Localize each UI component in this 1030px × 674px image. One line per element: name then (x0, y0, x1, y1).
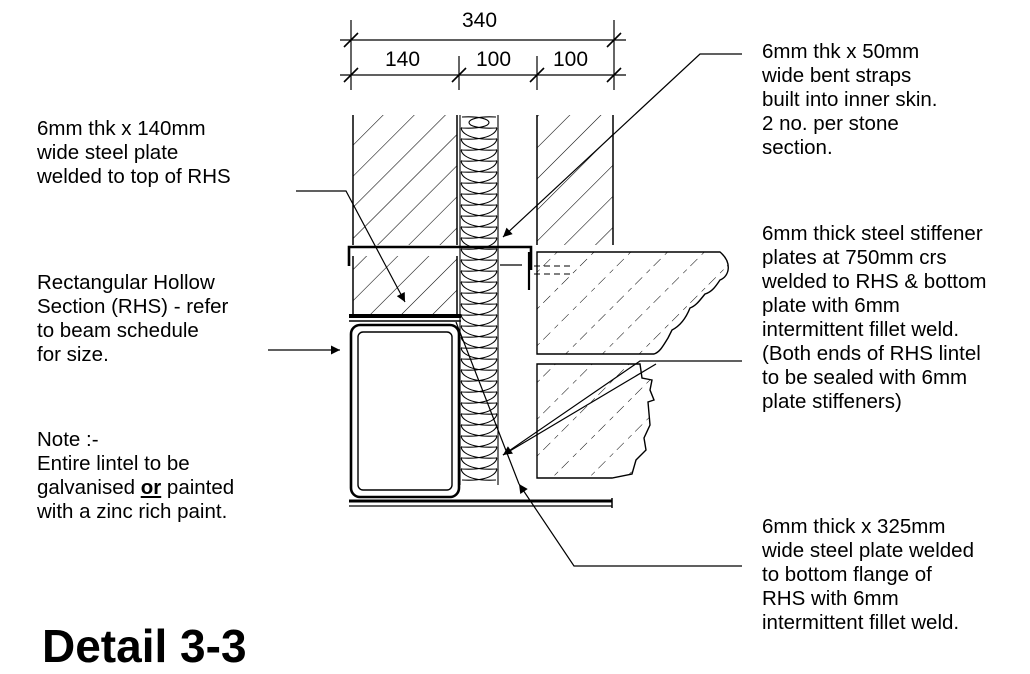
section-drawing (268, 20, 742, 567)
dimension-outer-skin: 100 (553, 48, 589, 71)
detail-title: Detail 3-3 (42, 620, 247, 672)
leader-lines (268, 53, 742, 567)
note-block: Note :- Entire lintel to be galvanised o… (37, 428, 235, 523)
bottom-plate (349, 498, 613, 508)
dimension-overall: 340 (462, 9, 498, 32)
dimension-inner-skin: 140 (385, 48, 421, 71)
dimension-lines (340, 20, 626, 90)
upper-stone (536, 251, 729, 355)
outer-skin-wall (536, 115, 614, 245)
dimension-cavity: 100 (476, 48, 512, 71)
inner-skin-wall (352, 115, 458, 314)
steel-straps (347, 245, 533, 322)
rhs-section (349, 323, 461, 499)
cavity-insulation (459, 115, 499, 485)
lower-stone (536, 363, 655, 479)
stiffener-dash-lines (534, 265, 572, 275)
